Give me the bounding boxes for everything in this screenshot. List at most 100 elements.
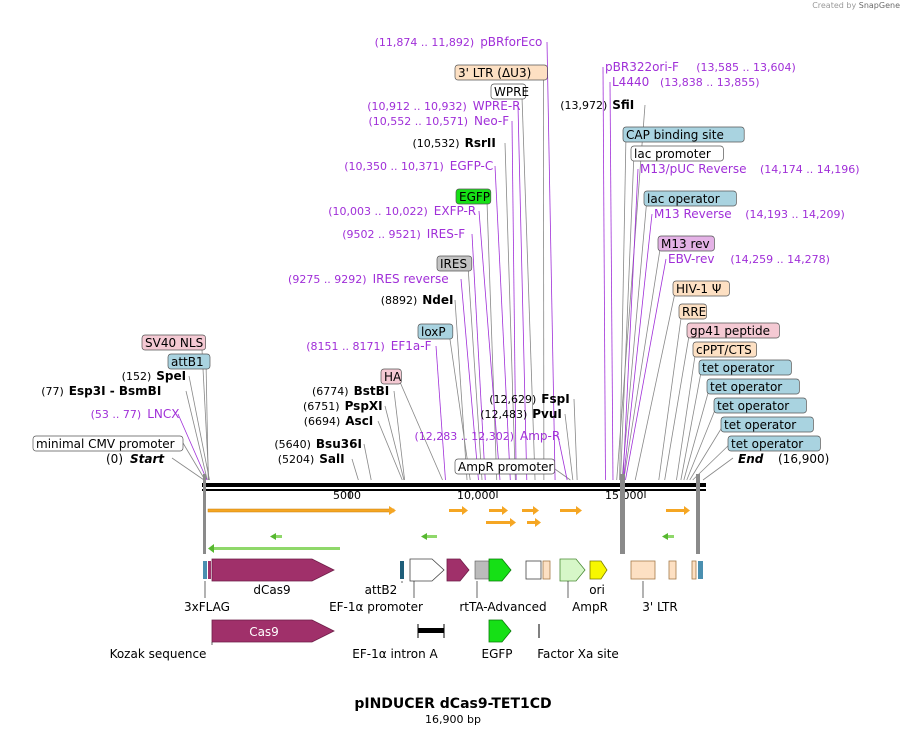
- enzyme-name-bsu36i[interactable]: Bsu36I: [316, 437, 362, 451]
- orf-arrow-green: [276, 535, 282, 538]
- feature-connector: [692, 442, 732, 481]
- primer-range-m13reverse: (14,193 .. 14,209): [745, 208, 845, 221]
- feature-box-loxp[interactable]: [417, 323, 454, 340]
- feature-box-ha[interactable]: [380, 368, 402, 385]
- enzyme-name-ndei[interactable]: NdeI: [422, 293, 453, 307]
- enzyme-connector: [616, 104, 646, 481]
- feature-box-mincmv[interactable]: [32, 435, 184, 452]
- label-3xflag: 3xFLAG: [184, 600, 230, 614]
- primer-range-iresf: (9502 .. 9521): [342, 228, 421, 241]
- orf-arrow: [207, 508, 395, 513]
- feature-label-ampr_prom: AmpR promoter: [458, 460, 553, 474]
- enzyme-connector: [504, 142, 516, 481]
- primer-name-ampr[interactable]: Amp-R: [520, 429, 560, 443]
- backbone-strand-top: [202, 483, 706, 487]
- orf-arrow: [522, 509, 536, 512]
- ef1a-promoter-arrow: [409, 558, 445, 582]
- enzyme-name-asci[interactable]: AscI: [345, 414, 373, 428]
- primer-name-wprer[interactable]: WPRE-R: [473, 99, 521, 113]
- feature-box-gp41[interactable]: [686, 322, 780, 339]
- feature-label-ha: HA: [384, 370, 402, 384]
- enzyme-name-rsrii[interactable]: RsrII: [465, 136, 496, 150]
- feature-connector: [623, 242, 662, 481]
- feature-label-loxp: loxP: [421, 325, 446, 339]
- enzyme-position-pvui: (12,483): [480, 408, 527, 421]
- label-rtta: rtTA-Advanced: [459, 600, 546, 614]
- primer-name-lncx[interactable]: LNCX: [147, 407, 179, 421]
- feature-box-attb1[interactable]: [167, 353, 211, 370]
- ampr-arrow: [559, 558, 586, 582]
- feature-connector: [689, 423, 725, 481]
- attb2-block: [400, 561, 404, 579]
- feature-marker: [696, 474, 700, 554]
- orf-arrow-green: [214, 547, 340, 550]
- enzyme-name-fspi[interactable]: FspI: [541, 392, 569, 406]
- primer-connector: [471, 233, 486, 481]
- snapgene-credit: Created by SnapGene: [812, 1, 900, 10]
- feature-box-rre[interactable]: [678, 303, 707, 320]
- feature-box-sv40nls[interactable]: [141, 334, 206, 351]
- feature-box-m13rev[interactable]: [657, 235, 715, 252]
- feature-box-hiv[interactable]: [672, 280, 730, 297]
- feature-box-teto5[interactable]: [727, 435, 821, 452]
- feature-label-lacop: lac operator: [647, 192, 720, 206]
- feature-box-lacop[interactable]: [643, 190, 737, 207]
- enzyme-position-bstbi: (6774): [312, 385, 349, 398]
- primer-range-exfpr: (10,003 .. 10,022): [328, 205, 428, 218]
- feature-box-cppt[interactable]: [692, 341, 757, 358]
- primer-name-l4440[interactable]: L4440: [612, 75, 649, 89]
- dcas9-arrow: [211, 558, 335, 582]
- primer-name-ebvrev[interactable]: EBV-rev: [668, 252, 714, 266]
- primer-name-exfpr[interactable]: EXFP-R: [434, 204, 476, 218]
- start-label: Start: [130, 452, 165, 466]
- label-kozak: Kozak sequence: [110, 647, 207, 661]
- enzyme-name-pvui[interactable]: PvuI: [532, 407, 562, 421]
- primer-name-pbr322[interactable]: pBR322ori-F: [605, 60, 679, 74]
- feature-label-teto5: tet operator: [731, 437, 803, 451]
- feature-box-lacprom[interactable]: [630, 145, 724, 162]
- primer-range-m13puc: (14,174 .. 14,196): [760, 163, 860, 176]
- primer-name-iresrev[interactable]: IRES reverse: [373, 272, 449, 286]
- feature-box-ampr_prom[interactable]: [454, 458, 555, 475]
- feature-box-cap[interactable]: [622, 126, 745, 143]
- feature-box-teto2[interactable]: [706, 378, 800, 395]
- orf-arrow-head: [684, 506, 690, 515]
- feature-box-teto4[interactable]: [720, 416, 814, 433]
- enzyme-name-esp3i[interactable]: Esp3I - BsmBI: [69, 384, 161, 398]
- label-ef1a-promoter: EF-1α promoter: [329, 600, 423, 614]
- feature-box-teto3[interactable]: [713, 397, 807, 414]
- orf-arrow: [527, 521, 537, 524]
- orf-arrow-head: [208, 544, 214, 553]
- primer-name-m13puc[interactable]: M13/pUC Reverse: [640, 162, 747, 176]
- feature-label-cppt: cPPT/CTS: [696, 343, 752, 357]
- primer-name-iresf[interactable]: IRES-F: [427, 227, 465, 241]
- feature-box-teto1[interactable]: [698, 359, 792, 376]
- label-intron: EF-1α intron A: [352, 647, 438, 661]
- primer-range-neof: (10,552 .. 10,571): [368, 115, 468, 128]
- start-position: (0): [106, 452, 123, 466]
- feature-marker: [203, 474, 206, 554]
- feature-box-ltr3[interactable]: [454, 64, 548, 81]
- feature-box-wpre[interactable]: [490, 83, 527, 100]
- feature-connector: [467, 262, 483, 481]
- wpre-block: [525, 560, 542, 580]
- enzyme-name-bstbi[interactable]: BstBI: [354, 384, 390, 398]
- feature-label-teto2: tet operator: [710, 380, 782, 394]
- primer-name-m13reverse[interactable]: M13 Reverse: [654, 207, 732, 221]
- enzyme-name-sfii[interactable]: SfiI: [612, 98, 634, 112]
- enzyme-name-pspxi[interactable]: PspXI: [345, 399, 383, 413]
- feature-box-egfp[interactable]: [455, 188, 492, 205]
- primer-name-ef1af[interactable]: EF1a-F: [391, 339, 432, 353]
- enzyme-name-spei[interactable]: SpeI: [156, 369, 186, 383]
- orf-arrow-green: [668, 535, 674, 538]
- primer-name-neof[interactable]: Neo-F: [474, 114, 509, 128]
- enzyme-position-bsu36i: (5640): [274, 438, 311, 451]
- feature-box-ires[interactable]: [436, 255, 473, 272]
- primer-name-egfpc[interactable]: EGFP-C: [450, 159, 493, 173]
- feature-label-ltr3: 3' LTR (ΔU3): [458, 66, 531, 80]
- primer-name-pbrforeco[interactable]: pBRforEco: [480, 35, 542, 49]
- enzyme-name-sali[interactable]: SalI: [319, 452, 344, 466]
- enzyme-connector: [351, 458, 359, 481]
- feature-block: [698, 561, 703, 579]
